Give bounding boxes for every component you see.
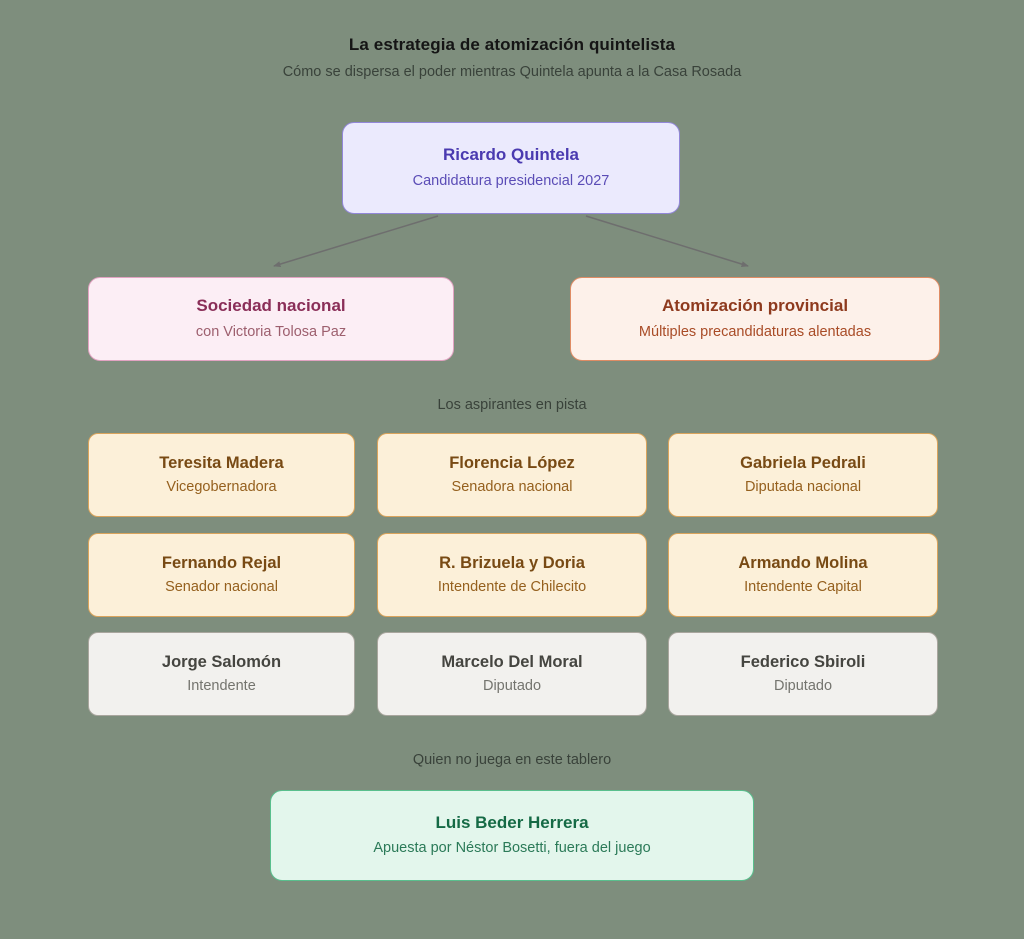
aspirante-card: R. Brizuela y Doria Intendente de Chilec… [377, 533, 647, 617]
aspirante-name: Armando Molina [738, 553, 868, 572]
arrow-to-left-branch [273, 215, 439, 267]
aspirante-role: Intendente Capital [744, 579, 862, 596]
aspirante-role: Diputado [773, 678, 833, 695]
aspirante-card: Jorge Salomón Intendente [88, 632, 355, 716]
section-label-aspirantes: Los aspirantes en pista [437, 397, 587, 413]
aspirante-name: Teresita Madera [159, 453, 284, 472]
aspirante-name: Jorge Salomón [161, 652, 282, 671]
aspirante-role: Intendente de Chilecito [437, 579, 587, 596]
aspirante-role: Diputada nacional [744, 479, 862, 496]
node-ricardo-quintela: Ricardo Quintela Candidatura presidencia… [342, 122, 680, 214]
aspirante-name: R. Brizuela y Doria [439, 553, 585, 572]
aspirante-card: Federico Sbiroli Diputado [668, 632, 938, 716]
node-atomizacion-provincial: Atomización provincial Múltiples precand… [570, 277, 940, 361]
aspirante-role: Senador nacional [165, 579, 278, 596]
aspirante-role: Vicegobernadora [166, 479, 277, 496]
page-title: La estrategia de atomización quintelista [348, 35, 676, 54]
aspirante-name: Federico Sbiroli [740, 652, 866, 671]
aspirante-name: Fernando Rejal [161, 553, 282, 572]
node-title: Ricardo Quintela [442, 145, 580, 165]
node-subtitle: Candidatura presidencial 2027 [412, 172, 610, 189]
node-subtitle: Apuesta por Néstor Bosetti, fuera del ju… [373, 840, 651, 857]
aspirante-card: Marcelo Del Moral Diputado [377, 632, 647, 716]
aspirante-role: Diputado [482, 678, 542, 695]
aspirante-card: Florencia López Senadora nacional [377, 433, 647, 517]
aspirante-card: Gabriela Pedrali Diputada nacional [668, 433, 938, 517]
node-sociedad-nacional: Sociedad nacional con Victoria Tolosa Pa… [88, 277, 454, 361]
aspirante-role: Intendente [187, 678, 256, 695]
aspirante-card: Fernando Rejal Senador nacional [88, 533, 355, 617]
node-title: Luis Beder Herrera [435, 812, 589, 832]
aspirante-card: Armando Molina Intendente Capital [668, 533, 938, 617]
page-subtitle: Cómo se dispersa el poder mientras Quint… [282, 64, 742, 80]
arrow-to-right-branch [585, 215, 749, 267]
aspirante-card: Teresita Madera Vicegobernadora [88, 433, 355, 517]
aspirante-name: Gabriela Pedrali [740, 453, 866, 472]
node-luis-beder-herrera: Luis Beder Herrera Apuesta por Néstor Bo… [270, 790, 754, 881]
node-subtitle: Múltiples precandidaturas alentadas [638, 323, 872, 340]
aspirante-name: Marcelo Del Moral [441, 652, 583, 671]
aspirante-name: Florencia López [449, 453, 575, 472]
node-title: Sociedad nacional [196, 296, 346, 316]
node-subtitle: con Victoria Tolosa Paz [195, 323, 347, 340]
section-label-outsider: Quien no juega en este tablero [412, 752, 612, 768]
node-title: Atomización provincial [661, 296, 849, 316]
aspirante-role: Senadora nacional [451, 479, 573, 496]
